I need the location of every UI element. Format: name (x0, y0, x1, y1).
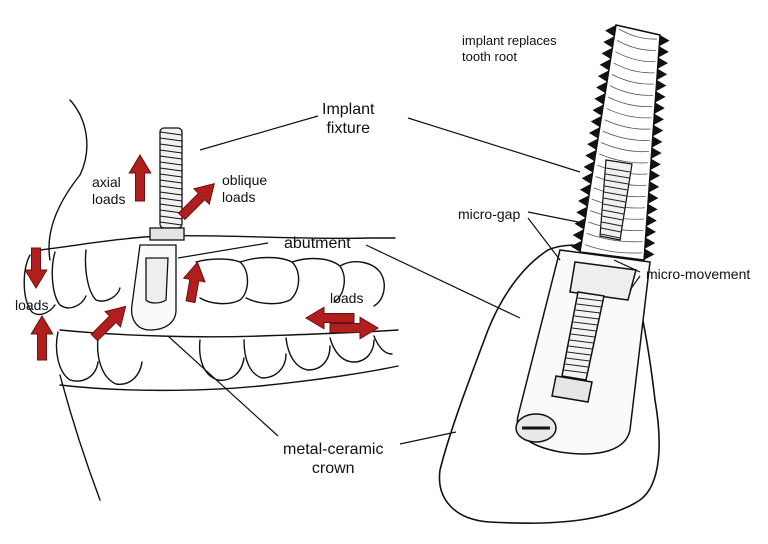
label-implant-replaces-line2: tooth root (462, 49, 557, 65)
label-implant-replaces: implant replaces tooth root (462, 33, 557, 65)
label-oblique-loads: oblique loads (222, 172, 267, 206)
fixture-thread-tooth (644, 249, 654, 260)
fixture-thread-tooth (648, 193, 658, 204)
fixture-thread-tooth (603, 36, 614, 47)
fixture-thread-tooth (591, 116, 602, 127)
label-micro-gap: micro-gap (458, 206, 520, 223)
fixture-thread-tooth (650, 170, 660, 181)
fixture-thread-tooth (598, 70, 609, 81)
fixture-thread-tooth (585, 150, 596, 161)
fixture-thread-tooth (575, 218, 586, 229)
fixture-thread-tooth (656, 80, 666, 91)
fixture-thread-tooth (600, 59, 611, 70)
load-arrow (25, 248, 47, 288)
fixture-thread-tooth (587, 139, 598, 150)
fixture-thread-tooth (605, 25, 616, 36)
load-arrows (25, 155, 378, 360)
label-crown-line1: metal-ceramic (283, 440, 383, 459)
fixture-thread-tooth (596, 82, 607, 93)
fixture-thread-tooth (654, 114, 664, 125)
label-implant-replaces-line1: implant replaces (462, 33, 557, 49)
label-implant-fixture: Implant fixture (322, 100, 374, 138)
label-micro-movement: micro-movement (646, 266, 750, 283)
load-arrow (31, 316, 53, 360)
fixture-thread-tooth (651, 148, 661, 159)
fixture-thread-tooth (647, 204, 657, 215)
fixture-thread-tooth (645, 238, 655, 249)
fixture-thread-tooth (602, 48, 613, 59)
fixture-thread-tooth (584, 161, 595, 172)
fixture-thread-tooth (657, 69, 667, 80)
fixture-thread-tooth (578, 195, 589, 206)
fixture-thread-tooth (646, 226, 656, 237)
fixture-thread-tooth (652, 136, 662, 147)
fixture-thread-tooth (589, 127, 600, 138)
fixture-thread-tooth (650, 159, 660, 170)
label-axial-loads: axial loads (92, 174, 125, 208)
fixture-thread-tooth (649, 181, 659, 192)
fixture-thread-tooth (653, 125, 663, 136)
label-loads-left: loads (15, 297, 48, 314)
load-arrow (91, 306, 125, 340)
label-oblique-line2: loads (222, 189, 267, 206)
fixture-thread-tooth (594, 93, 605, 104)
fixture-thread-tooth (655, 91, 665, 102)
fixture-thread-tooth (580, 184, 591, 195)
label-implant-fixture-line2: fixture (322, 119, 374, 138)
load-arrow (129, 155, 151, 201)
load-arrow (179, 184, 215, 220)
fixture-thread-tooth (582, 173, 593, 184)
label-oblique-line1: oblique (222, 172, 267, 189)
fixture-thread-tooth (658, 46, 668, 57)
fixture-thread-tooth (658, 58, 668, 69)
label-axial-line1: axial (92, 174, 125, 191)
label-axial-line2: loads (92, 191, 125, 208)
load-arrow (184, 262, 205, 302)
fixture-thread-tooth (646, 215, 656, 226)
fixture-thread-tooth (573, 229, 584, 240)
label-metal-ceramic-crown: metal-ceramic crown (283, 440, 383, 478)
fixture-thread-tooth (593, 104, 604, 115)
label-abutment: abutment (284, 234, 351, 253)
label-loads-right: loads (330, 290, 363, 307)
fixture-thread-tooth (576, 207, 587, 218)
fixture-thread-tooth (654, 103, 664, 114)
implant-fixture (571, 25, 670, 260)
label-implant-fixture-line1: Implant (322, 100, 374, 119)
fixture-thread-tooth (659, 35, 669, 46)
label-crown-line2: crown (283, 459, 383, 478)
